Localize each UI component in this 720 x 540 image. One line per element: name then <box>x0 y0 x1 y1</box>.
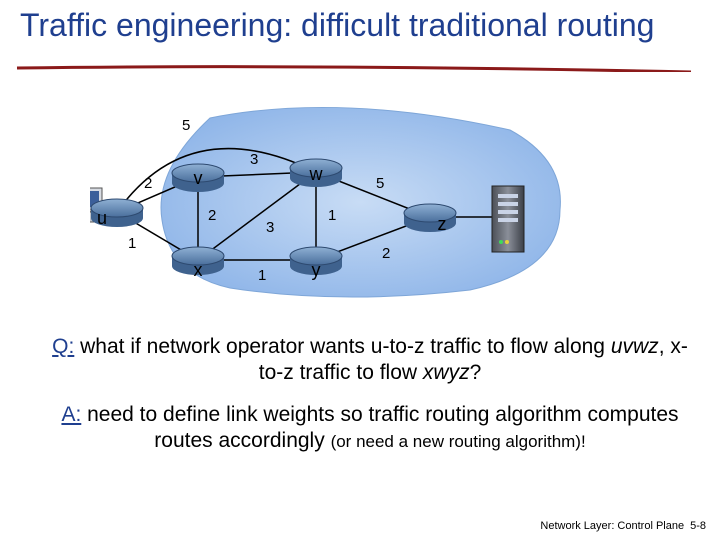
node-label-z: z <box>438 214 447 234</box>
node-label-v: v <box>194 168 203 188</box>
question-part-2: , x-to-z traffic to flow <box>258 335 688 384</box>
server-icon <box>491 185 525 253</box>
question-path-1: uvwz <box>610 335 659 358</box>
footer-page: 5-8 <box>690 520 706 532</box>
weight-u-x: 1 <box>128 235 136 252</box>
router-y-icon <box>289 246 343 275</box>
node-label-x: x <box>194 260 203 280</box>
answer-tag: A: <box>61 403 82 426</box>
title-underline <box>16 65 692 72</box>
router-z-icon <box>403 203 457 232</box>
question-tag: Q: <box>52 335 75 358</box>
slide-footer: Network Layer: Control Plane 5-8 <box>540 520 706 532</box>
weight-x-y: 1 <box>258 267 266 284</box>
network-cloud <box>160 106 561 298</box>
weight-v-x: 2 <box>208 207 216 224</box>
weight-u-w: 5 <box>182 117 190 134</box>
node-label-y: y <box>312 260 321 280</box>
weight-w-z: 5 <box>376 175 384 192</box>
question-part-1: what if network operator wants u-to-z tr… <box>74 335 611 358</box>
weight-u-v: 2 <box>144 175 152 192</box>
router-v-icon <box>171 163 225 192</box>
node-label-u: u <box>97 208 107 228</box>
weight-x-w: 3 <box>266 219 274 236</box>
node-label-w: w <box>309 164 324 184</box>
router-x-icon <box>171 246 225 275</box>
answer-part-1: need to define link weights so traffic r… <box>81 403 679 452</box>
question-path-2: xwyz <box>422 361 470 384</box>
weight-w-y: 1 <box>328 207 336 224</box>
network-diagram: 2 1 2 3 5 3 1 1 5 2 <box>90 106 561 298</box>
slide-title: Traffic engineering: difficult tradition… <box>20 7 655 43</box>
weight-v-w: 3 <box>250 151 258 168</box>
weight-y-z: 2 <box>382 245 390 262</box>
answer-aside: (or need a new routing algorithm)! <box>330 432 586 451</box>
link-x-w <box>197 171 317 261</box>
link-u-w <box>116 147 317 213</box>
footer-section: Network Layer: Control Plane <box>540 520 685 532</box>
router-u-icon <box>90 198 144 227</box>
question-text: Q: what if network operator wants u-to-z… <box>40 334 700 386</box>
router-w-icon <box>289 158 343 187</box>
question-part-3: ? <box>469 361 482 384</box>
answer-text: A: need to define link weights so traffi… <box>40 402 700 455</box>
